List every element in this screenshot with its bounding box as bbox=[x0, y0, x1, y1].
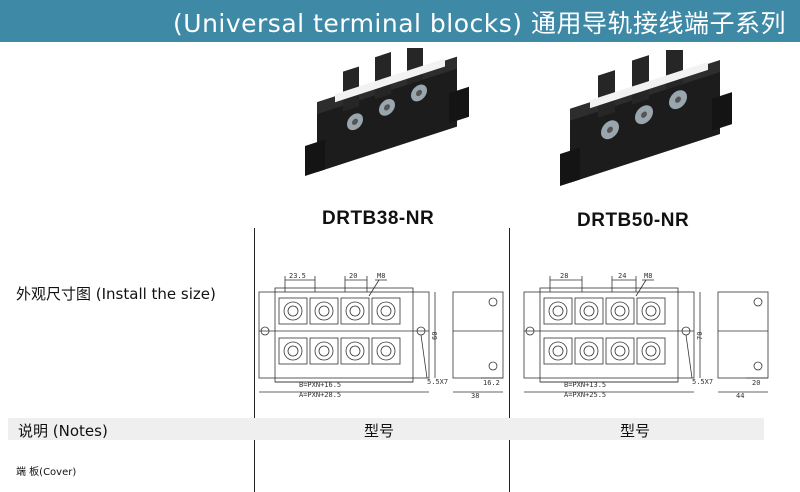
screw-dim-1: M8 bbox=[377, 272, 385, 280]
notes-label: 说明 (Notes) bbox=[18, 422, 108, 440]
type-label-2: 型号 bbox=[620, 422, 651, 440]
b-formula-1: B=PXN+16.5 bbox=[299, 381, 341, 389]
side-top-dim-2: 20 bbox=[752, 379, 760, 387]
height-dim-1: 60 bbox=[431, 332, 439, 340]
slot-dim-1: 5.5X7 bbox=[427, 378, 448, 386]
slot-dim-2: 5.5X7 bbox=[692, 378, 713, 386]
pitch-dim-2: 28 bbox=[560, 272, 568, 280]
a-formula-1: A=PXN+28.5 bbox=[299, 391, 341, 399]
model-name-2: DRTB50-NR bbox=[577, 210, 690, 231]
hole-dim-2: 24 bbox=[618, 272, 626, 280]
terminal-screws-2 bbox=[543, 297, 666, 365]
column-divider-left bbox=[254, 228, 255, 492]
screw-dim-2: M8 bbox=[644, 272, 652, 280]
dimension-drawing-2: 28 24 M8 70 B=PXN+13.5 A=PXN+25.5 5.5X7 … bbox=[523, 272, 769, 400]
header-banner: (Universal terminal blocks) 通用导轨接线端子系列 bbox=[0, 0, 800, 42]
terminal-block-photo-2 bbox=[560, 50, 732, 186]
install-size-label: 外观尺寸图 (Install the size) bbox=[16, 285, 216, 303]
a-formula-2: A=PXN+25.5 bbox=[564, 391, 606, 399]
type-label-1: 型号 bbox=[364, 422, 395, 440]
hole-dim-1: 20 bbox=[349, 272, 357, 280]
pitch-dim-1: 23.5 bbox=[289, 272, 306, 280]
side-width-dim-1: 38 bbox=[471, 392, 479, 400]
height-dim-2: 70 bbox=[696, 332, 704, 340]
terminal-screws-1 bbox=[278, 297, 401, 365]
b-formula-2: B=PXN+13.5 bbox=[564, 381, 606, 389]
page-title: (Universal terminal blocks) 通用导轨接线端子系列 bbox=[173, 9, 786, 38]
terminal-block-photo-1 bbox=[305, 48, 469, 176]
column-divider-right bbox=[509, 228, 510, 492]
side-width-dim-2: 44 bbox=[736, 392, 744, 400]
side-top-dim-1: 16.2 bbox=[483, 379, 500, 387]
model-name-1: DRTB38-NR bbox=[322, 208, 435, 229]
notes-row: 说明 (Notes) 型号 型号 bbox=[8, 418, 764, 440]
cover-label: 端 板(Cover) bbox=[16, 467, 77, 478]
dimension-drawing-1: 23.5 20 M8 60 B=PXN+16.5 A=PXN+28.5 5.5X… bbox=[258, 272, 504, 400]
